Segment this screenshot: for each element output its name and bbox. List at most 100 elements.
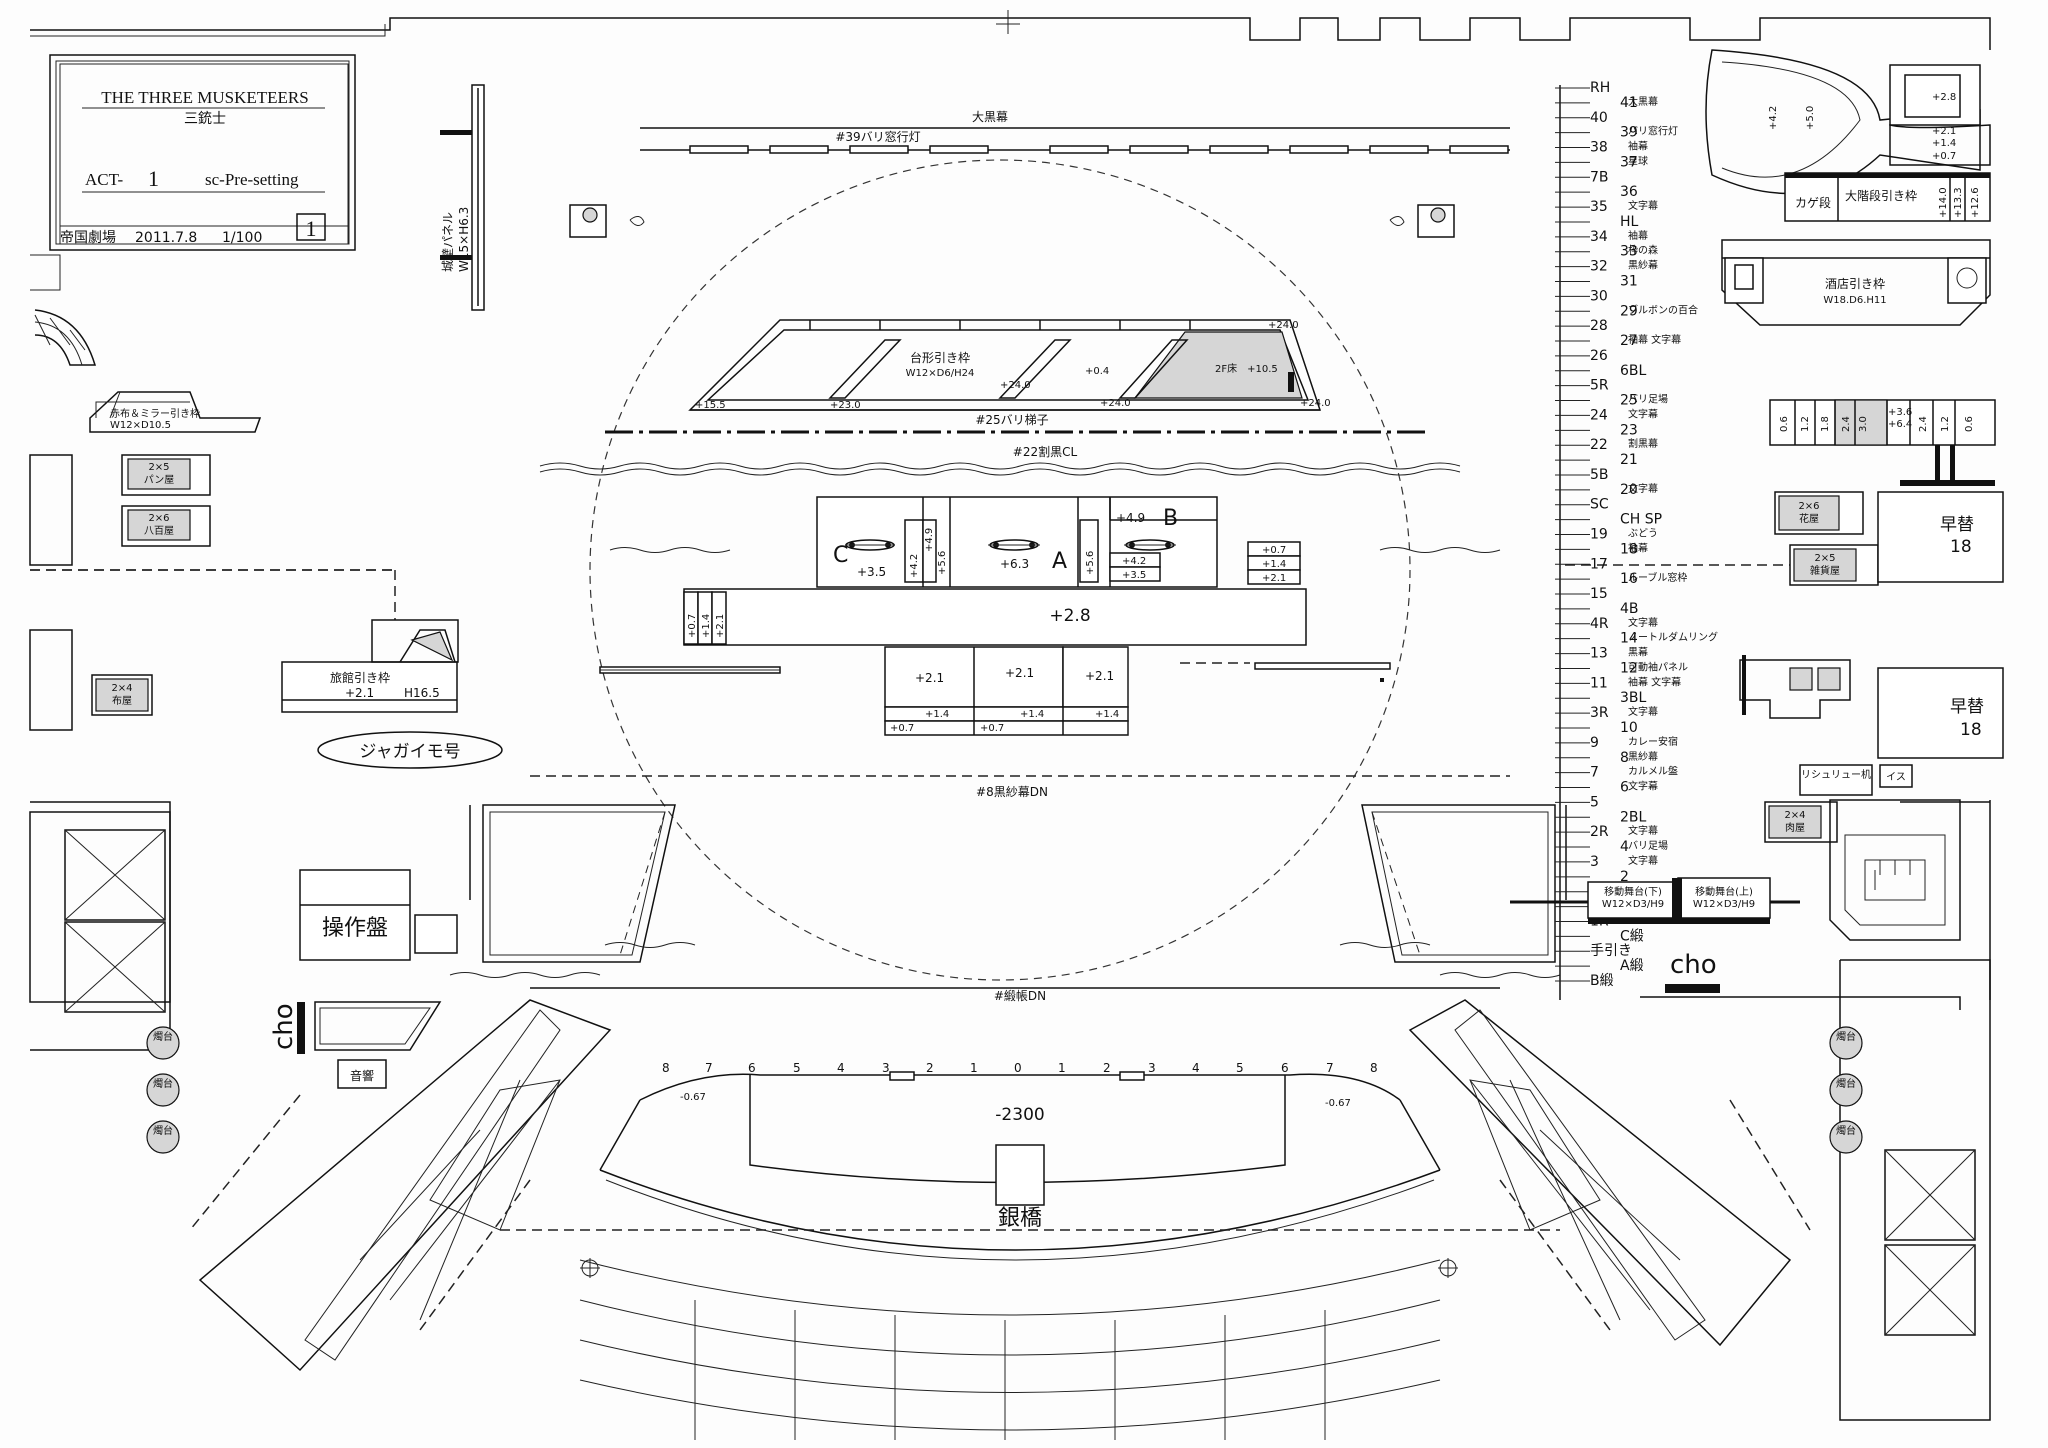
candle-label: 燭台 <box>1836 1124 1856 1137</box>
line-set-description: 枠の森 <box>1628 244 1658 257</box>
wagon-h1: +24.0 <box>1268 320 1299 331</box>
quick-change-label: 早替 <box>1940 515 1974 535</box>
proscenium-wagon-right <box>1339 804 1567 978</box>
batten-22-label: #22割黒CL <box>1013 444 1078 459</box>
inn-wagon-height: +2.1 <box>345 686 374 700</box>
apron-num: 6 <box>1281 1061 1289 1075</box>
quick-change-upper: 早替 18 <box>1877 491 2004 583</box>
moving-lower-label: 移動舞台(下) <box>1604 885 1662 898</box>
line-set-number: 3R <box>1590 705 1609 721</box>
line-set-description: 文字幕 <box>1628 616 1658 629</box>
big-stair-wagon: カゲ段 大階段引き枠 +14.0 +13.3 +12.6 <box>1784 172 1991 222</box>
line-set-number: 2 <box>1620 869 1629 885</box>
step-35-label: +3.5 <box>1122 570 1146 581</box>
batten-8-label: #8黒紗幕DN <box>976 785 1048 799</box>
side-rails <box>599 662 1391 682</box>
apron-num: 4 <box>837 1061 845 1075</box>
line-set-number: 39 <box>1620 125 1638 141</box>
inn-wagon: 旅館引き枠 +2.1 H16.5 <box>281 619 459 713</box>
flower-shop-size: 2×6 <box>1798 501 1819 512</box>
pit-depth: -2300 <box>995 1105 1044 1125</box>
chair-label: イス <box>1886 772 1906 783</box>
lower-07-b: +0.7 <box>980 723 1004 734</box>
boat-h6: +0.7 <box>1932 151 1956 162</box>
lower-07-a: +0.7 <box>890 723 914 734</box>
tavern-wagon: 酒店引き枠 W18.D6.H11 <box>1721 239 1991 326</box>
batten-39-label: #39バリ窓行灯 <box>835 129 920 144</box>
line-set-number: 8 <box>1620 750 1629 766</box>
apron-num: 6 <box>748 1061 756 1075</box>
lower-14-a: +1.4 <box>925 709 949 720</box>
jagaimo-label: ジャガイモ号 <box>359 742 460 762</box>
wagon-dims: W12×D6/H24 <box>906 368 975 379</box>
apron-numbers: 8 7 6 5 4 3 2 1 0 1 2 3 4 5 6 7 8 <box>662 1061 1378 1075</box>
drawing-date: 2011.7.8 <box>135 230 197 246</box>
line-set-number: 23 <box>1620 422 1638 438</box>
line-set-number: 40 <box>1590 110 1608 126</box>
richelieu-desk-label: リシュリュー机 <box>1801 768 1871 781</box>
step-42-label: +4.2 <box>909 554 920 578</box>
wagon-h3: +24.0 <box>1100 398 1131 409</box>
bread-shop-size: 2×5 <box>148 462 169 473</box>
right-stair-stacks <box>1884 1149 1976 1336</box>
drawing-scale: 1/100 <box>222 230 262 246</box>
meat-shop: 2×4 肉屋 <box>1764 801 1838 843</box>
big-stair-label: 大階段引き枠 <box>1845 188 1917 203</box>
quick-change-label: 早替 <box>1950 697 1984 717</box>
stair-h1: +14.0 <box>1938 187 1949 218</box>
line-set-description: 袖幕 文字幕 <box>1628 675 1681 688</box>
jagaimo-unit: ジャガイモ号 <box>317 731 503 769</box>
candle-label: 燭台 <box>1836 1077 1856 1090</box>
curtain-label: #緞帳DN <box>994 988 1046 1003</box>
line-set-description: 文字幕 <box>1628 482 1658 495</box>
mirror-wagon-dims: W12×D10.5 <box>110 420 171 431</box>
line-set-number: 30 <box>1590 288 1608 304</box>
line-set-description: 黒紗幕 <box>1628 259 1658 272</box>
line-set-number: 2BL <box>1620 809 1647 825</box>
lower-21-b: +2.1 <box>1005 666 1034 680</box>
line-set-number: 4R <box>1590 616 1609 632</box>
line-set-number: 17 <box>1590 556 1608 572</box>
castle-wall-panel: 城壁パネル W15×H6.3 <box>440 84 485 311</box>
flower-shop: 2×6 花屋 <box>1774 491 1864 535</box>
wagon-h4: +24.0 <box>1300 398 1331 409</box>
line-set-description: 可動袖パネル <box>1628 660 1688 673</box>
boat-h4: +2.1 <box>1932 126 1956 137</box>
act-prefix: ACT- <box>85 170 123 189</box>
line-set-description: 文字幕 <box>1628 780 1658 793</box>
batten-22: #22割黒CL <box>539 444 1461 476</box>
quick-change-lower: 早替 18 <box>1877 667 2004 759</box>
quick-change-num: 18 <box>1950 537 1972 557</box>
moving-stages: 移動舞台(下) W12×D3/H9 移動舞台(上) W12×D3/H9 <box>1510 877 1800 924</box>
stair-h3: +12.6 <box>1970 187 1981 218</box>
line-set-number: A緞 <box>1620 958 1644 974</box>
lower-21-c: +2.1 <box>1085 669 1114 683</box>
border-wave-right <box>1379 547 1501 553</box>
control-panel-label: 操作盤 <box>322 916 388 941</box>
stair-unit: 2.4 <box>1841 416 1852 432</box>
apron-num: 7 <box>705 1061 713 1075</box>
line-set-number: 21 <box>1620 452 1638 468</box>
stair-unit: 1.8 <box>1820 416 1831 432</box>
line-set-number: 14 <box>1620 631 1638 647</box>
general-store-size: 2×5 <box>1814 553 1835 564</box>
pit-right-depth: -0.67 <box>1325 1098 1351 1109</box>
apron-num: 2 <box>1103 1061 1111 1075</box>
bread-shop-label: パン屋 <box>144 474 175 486</box>
stair-unit: 0.6 <box>1964 416 1975 432</box>
candle-label: 燭台 <box>153 1124 173 1137</box>
cho-left: cho 音響 <box>269 1001 442 1089</box>
lift-c-height: +3.5 <box>857 565 886 579</box>
boat-h5: +1.4 <box>1932 138 1956 149</box>
right-step-21: +2.1 <box>1262 573 1286 584</box>
stair-unit: 1.2 <box>1800 416 1811 432</box>
pit-left-depth: -0.67 <box>680 1092 706 1103</box>
main-curtain: #緞帳DN <box>530 987 1500 1003</box>
upstage-drops: 大黒幕 #39バリ窓行灯 <box>640 110 1510 154</box>
line-set-description: 袖幕 <box>1628 541 1648 554</box>
batten-25: #25バリ梯子 <box>605 413 1430 434</box>
green-shop: 2×6 八百屋 <box>121 505 211 547</box>
cloth-shop: 2×4 布屋 <box>91 674 153 716</box>
line-set-number: 35 <box>1590 199 1608 215</box>
